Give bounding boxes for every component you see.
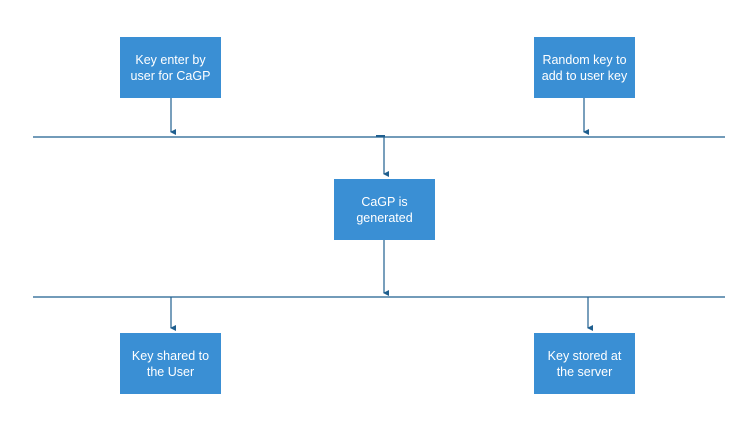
key-stored-box: Key stored at the server <box>534 333 635 394</box>
cagp-generated-box: CaGP is generated <box>334 179 435 240</box>
key-enter-box: Key enter by user for CaGP <box>120 37 221 98</box>
key-shared-box: Key shared to the User <box>120 333 221 394</box>
random-key-box: Random key to add to user key <box>534 37 635 98</box>
